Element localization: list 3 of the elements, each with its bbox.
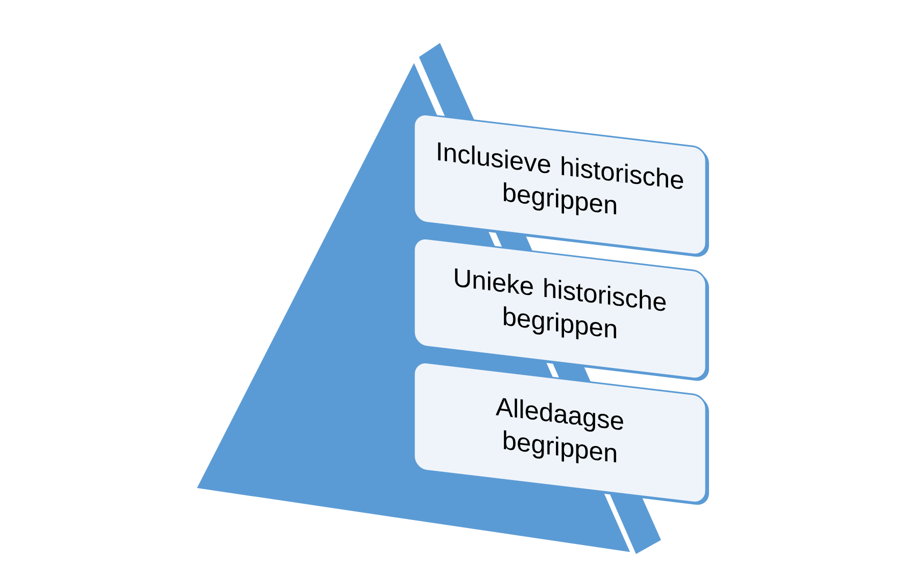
level-box: Unieke historische begrippen bbox=[413, 238, 709, 381]
level-box: Alledaagse begrippen bbox=[413, 362, 709, 505]
level-box: Inclusieve historische begrippen bbox=[413, 114, 709, 257]
